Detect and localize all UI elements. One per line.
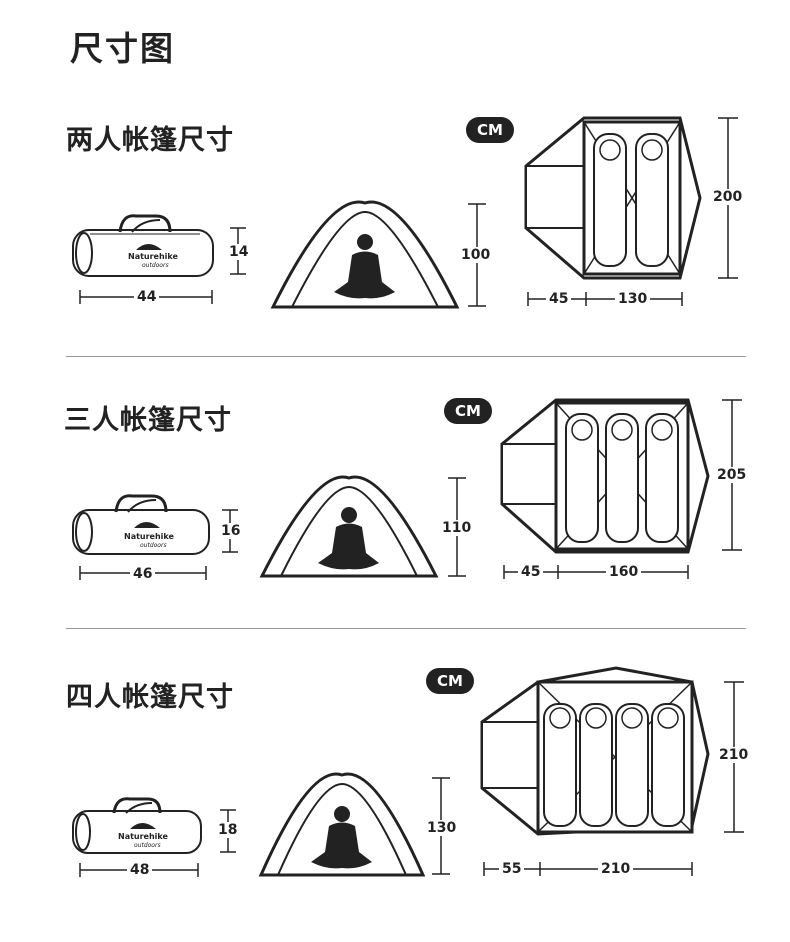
divider (66, 356, 746, 357)
tent-front-illustration (259, 475, 439, 578)
bag-length-label: 44 (134, 289, 160, 305)
inner-length-label: 160 (606, 564, 642, 580)
section-title: 两人帐篷尺寸 (66, 125, 234, 156)
tent-front-illustration (258, 772, 426, 877)
bag-diameter-label: 14 (226, 244, 252, 260)
floor-plan-illustration (524, 116, 702, 280)
inner-length-label: 210 (598, 861, 634, 877)
tent-height-label: 110 (439, 520, 475, 536)
depth-label: 205 (714, 467, 750, 483)
bag-diameter-label: 16 (218, 523, 244, 539)
depth-label: 200 (710, 189, 746, 205)
tent-front-illustration (270, 200, 460, 309)
section-title: 三人帐篷尺寸 (64, 405, 232, 436)
carry-bag-illustration (72, 797, 202, 854)
logo-subtext: outdoors (142, 262, 169, 269)
unit-badge: CM (444, 398, 492, 424)
section-three-person: 三人帐篷尺寸 CM Naturehike outdoors 46 16 110 (64, 398, 750, 582)
logo-subtext: outdoors (134, 842, 161, 849)
bag-length-label: 48 (127, 862, 153, 878)
unit-badge: CM (466, 117, 514, 143)
bag-length-label: 46 (130, 566, 156, 582)
divider (66, 628, 746, 629)
inner-length-label: 130 (615, 291, 651, 307)
logo-text: Naturehike (124, 532, 174, 541)
bag-diameter-label: 18 (215, 822, 241, 838)
vestibule-label: 45 (518, 564, 544, 580)
logo-text: Naturehike (128, 252, 178, 261)
tent-height-label: 100 (458, 247, 494, 263)
unit-badge: CM (426, 668, 474, 694)
logo-text: Naturehike (118, 832, 168, 841)
floor-plan-illustration (480, 666, 710, 836)
section-title: 四人帐篷尺寸 (66, 682, 234, 713)
vestibule-label: 55 (499, 861, 525, 877)
logo-subtext: outdoors (140, 542, 167, 549)
depth-label: 210 (716, 747, 752, 763)
section-two-person: 两人帐篷尺寸 CM Naturehike outdoors 44 14 100 (0, 0, 790, 355)
vestibule-label: 45 (546, 291, 572, 307)
floor-plan-illustration (500, 398, 710, 554)
page-title: 尺寸图 (70, 29, 175, 68)
tent-height-label: 130 (424, 820, 460, 836)
